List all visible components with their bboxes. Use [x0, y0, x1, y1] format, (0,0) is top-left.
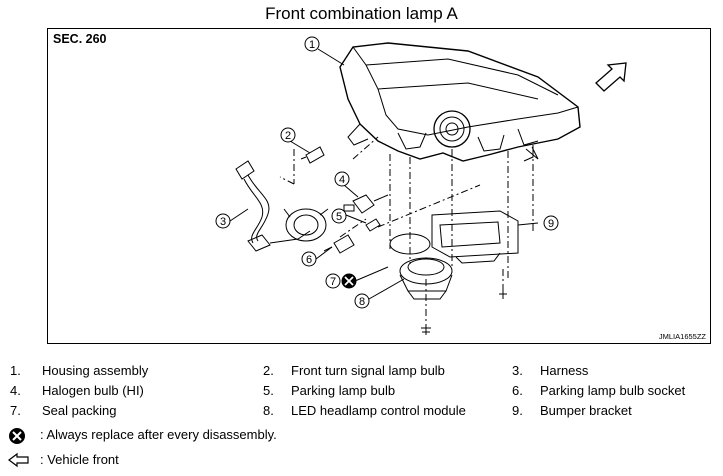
callout-2: 2: [280, 127, 296, 143]
diagram-frame: SEC. 260: [47, 28, 711, 344]
led-module-shape: [399, 257, 453, 300]
callout-5: 5: [331, 208, 347, 224]
rear-cover-shape: [283, 208, 329, 242]
symbol-front-text: : Vehicle front: [40, 452, 119, 467]
callout-4: 4: [334, 171, 350, 187]
vehicle-front-arrow-icon: [595, 62, 627, 92]
parking-bulb-shape: [365, 218, 381, 232]
turn-signal-bulb-shape: [300, 146, 325, 164]
replace-x-circle-icon: [341, 273, 357, 289]
callout-1: 1: [304, 36, 320, 52]
callout-leaders: [229, 48, 539, 300]
vehicle-front-arrow-icon: [8, 452, 29, 468]
parking-socket-shape: [323, 234, 355, 254]
section-label: SEC. 260: [53, 32, 107, 46]
symbol-replace-text: : Always replace after every disassembly…: [40, 427, 277, 442]
callout-6: 6: [301, 251, 317, 267]
figure-code: JMLIA1655ZZ: [658, 332, 706, 341]
replace-x-circle-icon: [9, 428, 25, 444]
exploded-view-drawing: 1 2 3 4 5 6 7: [215, 36, 627, 335]
halogen-bulb-shape: [343, 194, 389, 214]
svg-text:9: 9: [548, 218, 554, 230]
svg-text:2: 2: [285, 130, 291, 142]
svg-text:5: 5: [336, 211, 342, 223]
svg-text:3: 3: [220, 216, 226, 228]
svg-text:8: 8: [359, 296, 365, 308]
housing-assembly-shape: [339, 42, 581, 162]
callout-7: 7: [325, 273, 341, 289]
svg-text:4: 4: [339, 174, 345, 186]
harness-shape: [235, 160, 311, 252]
callout-3: 3: [215, 213, 231, 229]
bumper-bracket-shape: [431, 210, 519, 264]
callout-8: 8: [354, 293, 370, 309]
svg-text:6: 6: [306, 254, 312, 266]
svg-text:7: 7: [330, 276, 336, 288]
callout-numbers: 1 2 3 4 5 6 7: [215, 36, 559, 309]
figure-title: Front combination lamp A: [265, 4, 458, 23]
seal-packing-shape: [389, 233, 431, 255]
svg-text:1: 1: [309, 39, 315, 51]
alignment-lines: [279, 136, 534, 324]
callout-9: 9: [543, 215, 559, 231]
screw-shapes: [421, 145, 534, 335]
